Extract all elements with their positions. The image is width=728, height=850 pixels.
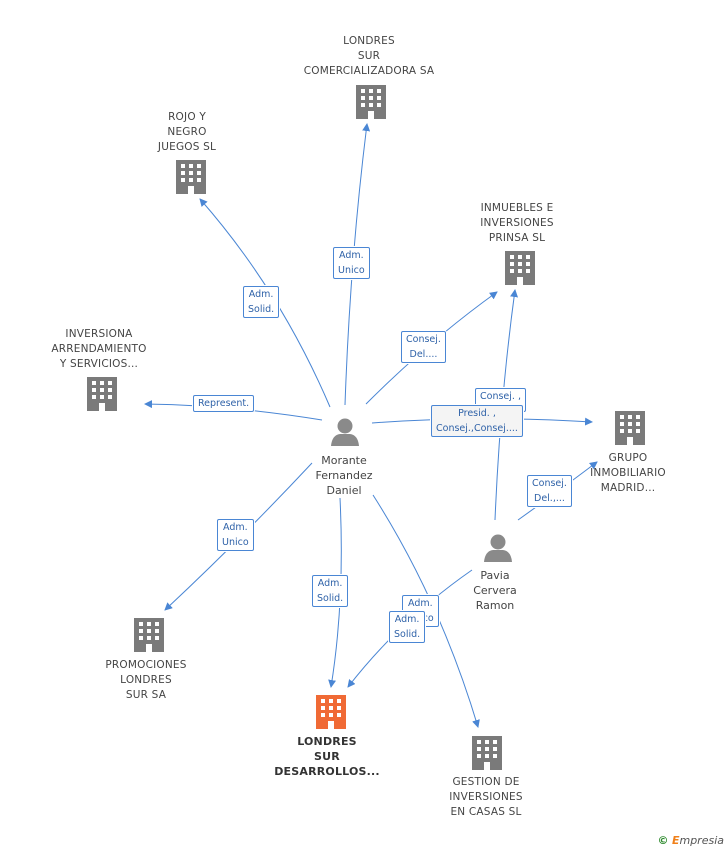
building-icon-gestion[interactable] — [472, 736, 502, 770]
company-label-promociones[interactable]: PROMOCIONES LONDRES SUR SA — [105, 659, 187, 701]
brand-logo-e: E — [671, 834, 680, 847]
building-icon-rojo-negro[interactable] — [176, 160, 206, 194]
edge-label-consej-del-prinsa: Consej. Del.... — [401, 331, 446, 363]
building-icon-promociones[interactable] — [134, 618, 164, 652]
edge-label-presid-consej: Presid. , Consej.,Consej.... — [431, 405, 523, 437]
person-label-pavia[interactable]: Pavia Cervera Ramon — [473, 569, 517, 612]
building-icon-inversiona[interactable] — [87, 377, 117, 411]
company-label-prinsa[interactable]: INMUEBLES E INVERSIONES PRINSA SL — [480, 202, 554, 244]
edge-label-adm-unico-promociones: Adm. Unico — [217, 519, 254, 551]
edge-label-adm-solid-pavia: Adm. Solid. — [389, 611, 426, 643]
company-label-comercializadora[interactable]: LONDRES SUR COMERCIALIZADORA SA — [303, 35, 435, 77]
company-label-rojo-negro[interactable]: ROJO Y NEGRO JUEGOS SL — [157, 111, 217, 153]
building-icon-desarrollos[interactable] — [316, 695, 346, 729]
company-label-gestion[interactable]: GESTION DE INVERSIONES EN CASAS SL — [449, 776, 523, 818]
building-icon-grupo[interactable] — [615, 411, 645, 445]
edge-label-adm-solid-desarrollos: Adm. Solid. — [312, 575, 349, 607]
copyright-icon: © — [657, 834, 669, 847]
company-label-grupo[interactable]: GRUPO INMOBILIARIO MADRID... — [590, 452, 666, 494]
person-label-morante[interactable]: Morante Fernandez Daniel — [315, 454, 373, 497]
company-label-inversiona[interactable]: INVERSIONA ARRENDAMIENTO Y SERVICIOS... — [51, 328, 147, 370]
edge-label-adm-solid-rojo-negro: Adm. Solid. — [243, 286, 280, 318]
building-icon-prinsa[interactable] — [505, 251, 535, 285]
building-icon-comercializadora[interactable] — [356, 85, 386, 119]
edge-label-consej-del-grupo: Consej. Del.,... — [527, 475, 572, 507]
footer-brand[interactable]: © Empresia — [657, 834, 724, 847]
edge-label-represent: Represent. — [193, 395, 255, 412]
person-icon-pavia[interactable] — [484, 534, 512, 563]
person-icon-morante[interactable] — [331, 418, 359, 447]
brand-name: mpresia — [679, 834, 724, 847]
company-label-desarrollos[interactable]: LONDRES SUR DESARROLLOS... — [274, 735, 380, 778]
edge-label-adm-unico-comercializadora: Adm. Unico — [333, 247, 370, 279]
node-icons — [87, 85, 645, 770]
